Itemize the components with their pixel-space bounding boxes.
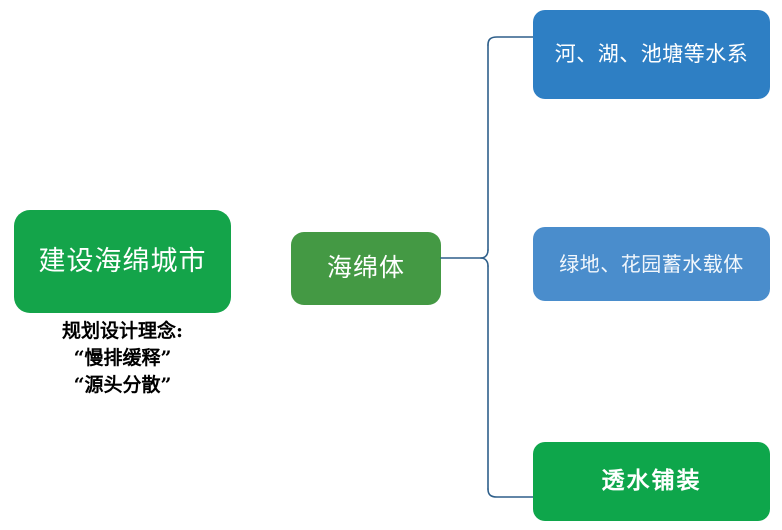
node-leaf-3-label: 透水铺装	[601, 468, 702, 495]
caption-line-2: “慢排缓释”	[73, 346, 172, 369]
node-leaf-1-label: 河、湖、池塘等水系	[554, 42, 749, 67]
caption-line-3: “源头分散”	[73, 373, 172, 396]
caption-line-1: 规划设计理念:	[61, 320, 183, 342]
node-root-label: 建设海绵城市	[38, 245, 207, 277]
node-sponge-body[interactable]: 海绵体	[291, 232, 441, 305]
root-caption: 规划设计理念: “慢排缓释” “源头分散”	[14, 318, 231, 399]
node-leaf-2-label: 绿地、花园蓄水载体	[559, 251, 744, 276]
node-mid-label: 海绵体	[326, 253, 405, 283]
node-green-space-garden-water-carrier[interactable]: 绿地、花园蓄水载体	[533, 227, 770, 301]
node-build-sponge-city[interactable]: 建设海绵城市	[14, 210, 231, 313]
node-permeable-pavement[interactable]: 透水铺装	[533, 442, 770, 521]
node-water-systems[interactable]: 河、湖、池塘等水系	[533, 10, 770, 99]
